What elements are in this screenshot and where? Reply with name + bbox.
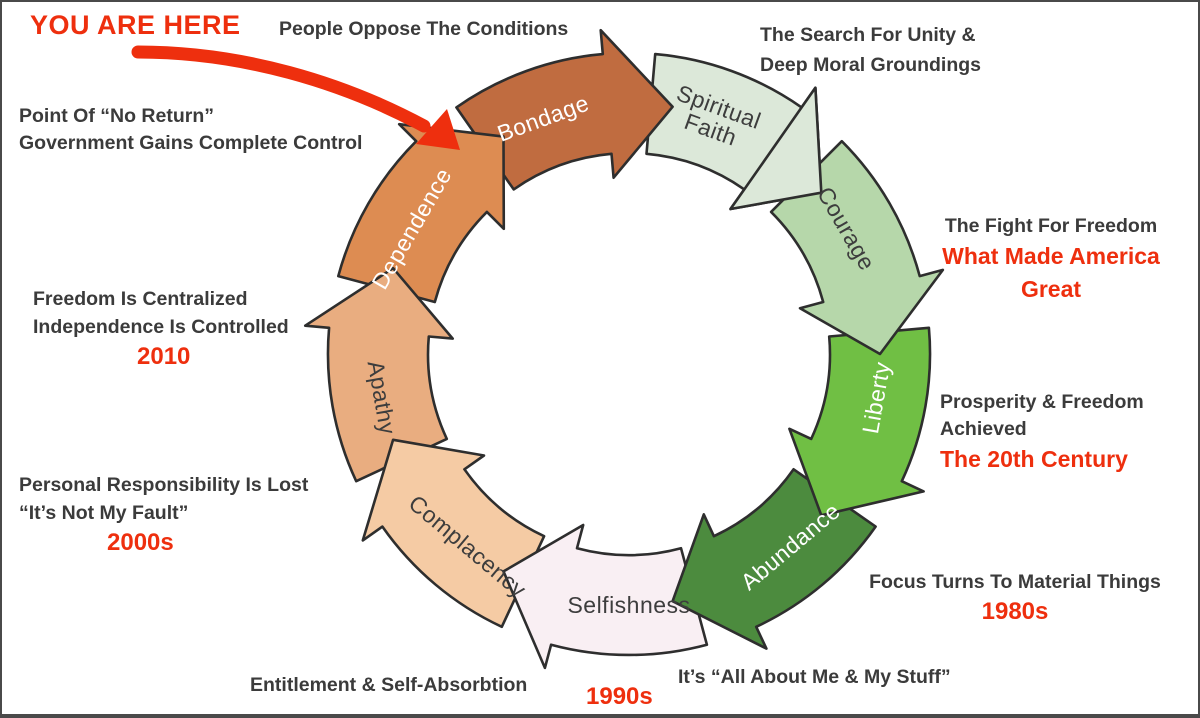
label-line: Point Of “No Return” bbox=[19, 105, 214, 127]
label-line: What Made America bbox=[942, 243, 1160, 269]
label-1990s: 1990s bbox=[586, 683, 653, 710]
label-focus-material: Focus Turns To Material Things 1980s bbox=[847, 569, 1183, 627]
segment-selfishness bbox=[502, 523, 709, 670]
label-line: 1980s bbox=[981, 598, 1049, 625]
label-line: 2010 bbox=[137, 343, 191, 370]
label-line: Prosperity & Freedom bbox=[940, 391, 1144, 413]
label-entitlement: Entitlement & Self-Absorbtion bbox=[250, 674, 528, 696]
label-line: Personal Responsibility Is Lost bbox=[19, 474, 309, 496]
label-search-for-unity: The Search For Unity & Deep Moral Ground… bbox=[760, 20, 981, 80]
you-are-here-arrowhead bbox=[416, 109, 460, 150]
label-line: Deep Moral Groundings bbox=[760, 54, 982, 76]
you-are-here-label: YOU ARE HERE bbox=[30, 10, 241, 40]
segment-bondage bbox=[455, 28, 674, 191]
label-personal-responsibility: Personal Responsibility Is Lost “It’s No… bbox=[19, 471, 308, 558]
label-people-oppose: People Oppose The Conditions bbox=[279, 18, 569, 40]
label-all-about-me: It’s “All About Me & My Stuff” bbox=[678, 666, 951, 688]
label-prosperity-freedom: Prosperity & Freedom Achieved The 20th C… bbox=[940, 389, 1144, 476]
segment-liberty bbox=[788, 326, 932, 517]
label-line: The Search For Unity & bbox=[760, 24, 976, 46]
label-line: Freedom Is Centralized bbox=[33, 288, 248, 310]
label-line: Independence Is Controlled bbox=[33, 316, 289, 338]
label-line: Focus Turns To Material Things bbox=[869, 571, 1161, 593]
label-line: “It’s Not My Fault” bbox=[19, 502, 189, 524]
label-point-of-no-return: Point Of “No Return” Government Gains Co… bbox=[19, 103, 362, 157]
label-line: 2000s bbox=[107, 529, 174, 556]
you-are-here-arrow bbox=[131, 45, 431, 133]
segment-head-spiritual-faith bbox=[729, 86, 823, 211]
segment-complacency bbox=[361, 438, 546, 629]
label-fight-for-freedom: The Fight For Freedom What Made America … bbox=[920, 213, 1182, 306]
segment-apathy bbox=[303, 266, 454, 483]
label-line: Great bbox=[1020, 276, 1082, 302]
label-line: The 20th Century bbox=[940, 446, 1128, 472]
label-freedom-centralized: Freedom Is Centralized Independence Is C… bbox=[33, 285, 289, 372]
segment-label-selfishness: Selfishness bbox=[567, 592, 690, 618]
label-line: The Fight For Freedom bbox=[944, 215, 1158, 237]
label-line: Government Gains Complete Control bbox=[19, 132, 363, 154]
label-line: Achieved bbox=[940, 418, 1027, 440]
